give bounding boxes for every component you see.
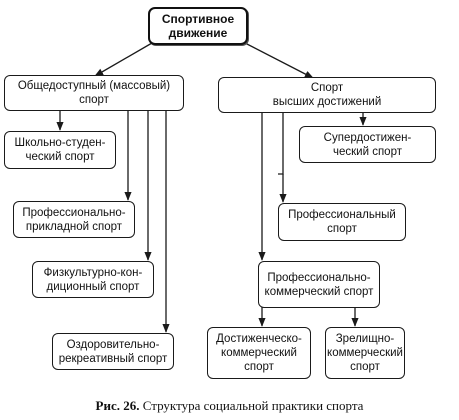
figure-number: Рис. 26. xyxy=(95,398,140,413)
spectacle-commercial-sport-box: Зрелищно- коммерческий спорт xyxy=(325,327,405,379)
recreational-sport-box: Оздоровительно- рекреативный спорт xyxy=(52,333,174,370)
arrow-elite-to-professional xyxy=(278,112,284,175)
root-sport-movement: Спортивное движение xyxy=(148,7,248,45)
figure-title: Структура социальной практики спорта xyxy=(142,398,364,413)
achievement-commercial-sport-box: Достиженческо- коммерческий спорт xyxy=(207,327,311,379)
mass-sport-box: Общедоступный (массовый) спорт xyxy=(4,75,184,111)
arrow-root-to-elite-sport xyxy=(244,42,314,79)
professional-sport-box: Профессиональный спорт xyxy=(278,203,406,241)
arrow-root-to-mass-sport xyxy=(94,42,153,77)
super-achievement-sport-box: Супердостижен- ческий спорт xyxy=(299,126,436,163)
fitness-conditioning-sport-box: Физкультурно-кон- диционный спорт xyxy=(32,261,154,298)
applied-professional-sport-box: Профессионально- прикладной спорт xyxy=(13,201,135,238)
elite-sport-box: Спорт высших достижений xyxy=(218,77,436,113)
professional-commercial-sport-box: Профессионально- коммерческий спорт xyxy=(258,261,380,308)
school-student-sport-box: Школьно-студен- ческий спорт xyxy=(4,131,116,169)
figure-caption: Рис. 26. Структура социальной практики с… xyxy=(0,398,459,414)
